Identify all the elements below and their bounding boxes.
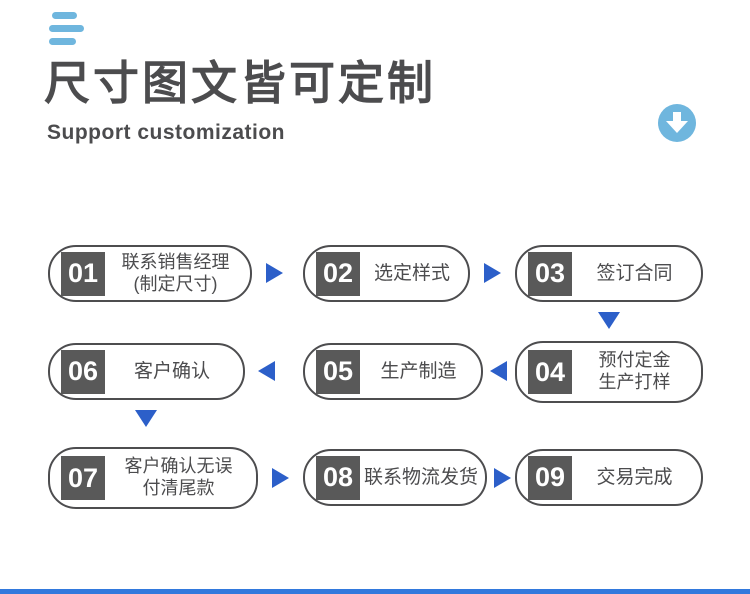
arrow-down-icon [598, 312, 620, 329]
step-box-02: 02 选定样式 [303, 245, 470, 302]
step-number-badge: 05 [316, 349, 360, 394]
step-number-badge: 04 [528, 350, 572, 394]
step-box-03: 03 签订合同 [515, 245, 703, 302]
menu-line-2 [49, 25, 84, 32]
step-label: 选定样式 [373, 262, 450, 284]
page-title: 尺寸图文皆可定制 [44, 57, 436, 109]
step-label: 预付定金 生产打样 [598, 350, 671, 392]
step-label: 签订合同 [596, 262, 673, 284]
menu-lines-icon [49, 12, 89, 48]
arrow-right-icon [266, 263, 283, 283]
step-label: 联系物流发货 [364, 466, 479, 488]
circle-down-arrow-icon [658, 104, 696, 142]
bottom-accent-bar [0, 589, 750, 594]
arrow-right-icon [484, 263, 501, 283]
step-number-badge: 09 [528, 455, 572, 500]
arrow-right-icon [494, 468, 511, 488]
down-arrow-stem [673, 112, 681, 122]
step-label: 客户确认 [133, 360, 210, 382]
step-label: 客户确认无误 付清尾款 [124, 456, 233, 498]
step-box-07: 07 客户确认无误 付清尾款 [48, 447, 258, 509]
step-number-badge: 03 [528, 251, 572, 296]
step-box-05: 05 生产制造 [303, 343, 483, 400]
step-box-08: 08 联系物流发货 [303, 449, 487, 506]
step-number-badge: 08 [316, 455, 360, 500]
step-number-badge: 02 [316, 251, 360, 296]
arrow-left-icon [490, 361, 507, 381]
down-arrow-head [666, 121, 688, 133]
step-box-04: 04 预付定金 生产打样 [515, 341, 703, 403]
step-box-01: 01 联系销售经理 (制定尺寸) [48, 245, 252, 302]
step-label: 生产制造 [380, 360, 457, 382]
step-label: 联系销售经理 (制定尺寸) [121, 251, 230, 294]
step-label: 交易完成 [596, 466, 673, 488]
step-number-badge: 06 [61, 349, 105, 394]
page-subtitle: Support customization [47, 121, 285, 144]
menu-line-3 [49, 38, 76, 45]
arrow-right-icon [272, 468, 289, 488]
step-box-06: 06 客户确认 [48, 343, 245, 400]
arrow-down-icon [135, 410, 157, 427]
step-number-badge: 01 [61, 251, 105, 296]
step-number-badge: 07 [61, 456, 105, 500]
menu-line-1 [52, 12, 77, 19]
step-box-09: 09 交易完成 [515, 449, 703, 506]
arrow-left-icon [258, 361, 275, 381]
